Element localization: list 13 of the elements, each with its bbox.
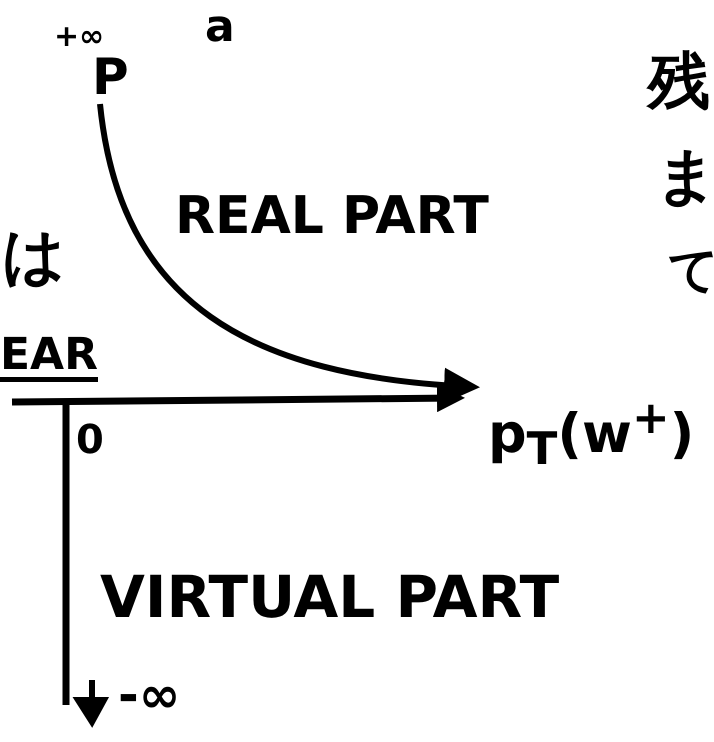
point-label: p$_{T}$(w$^{+}$) [488, 395, 694, 471]
axis-caption: VIRTUAL PART [100, 568, 560, 626]
character-label: は [2, 225, 65, 287]
letter-label: a [205, 5, 235, 49]
axis-caption: REAL PART [175, 190, 489, 242]
infinity-label: +∞ [54, 22, 104, 52]
axis-caption: EAR [0, 333, 98, 382]
character-label: 残 [648, 50, 710, 112]
origin-label: 0 [76, 420, 104, 460]
point-label: P [92, 52, 129, 102]
infinity-label: -∞ [118, 670, 180, 720]
character-label: て [668, 245, 714, 295]
character-label: ま [655, 145, 714, 207]
